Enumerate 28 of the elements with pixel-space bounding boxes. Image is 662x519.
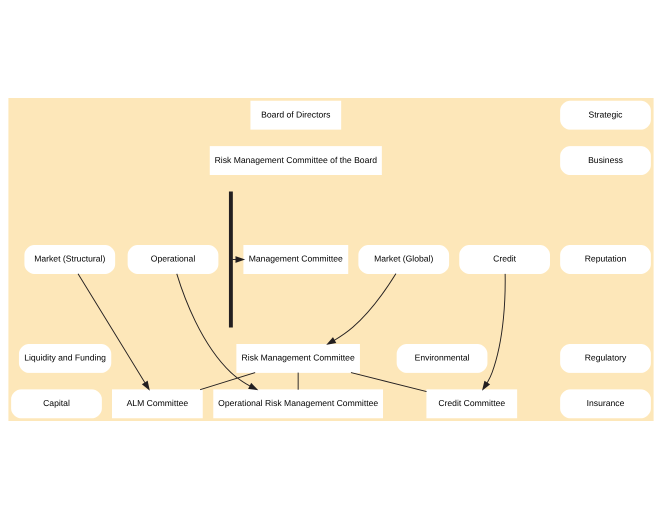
arrow (176, 273, 258, 390)
node-box: Business (560, 146, 651, 176)
node-box: Strategic (560, 100, 651, 130)
connector (298, 372, 299, 390)
node-box: Capital (11, 389, 102, 418)
node-box: Management Committee (243, 245, 348, 274)
node-box: Risk Management Committee (236, 344, 360, 373)
node-box: Operational (128, 245, 218, 274)
connector (200, 372, 256, 390)
node-box: Market (Structural) (24, 245, 116, 274)
node-box: Reputation (560, 245, 651, 274)
node-box: Board of Directors (250, 100, 342, 130)
node-box: Liquidity and Funding (18, 344, 112, 373)
arrow (78, 273, 150, 391)
node-bar (228, 191, 233, 328)
node-box: Insurance (560, 389, 651, 418)
arrow (326, 273, 396, 345)
node-box: Market (Global) (358, 245, 450, 274)
node-box: ALM Committee (112, 389, 203, 418)
node-box: Credit (459, 245, 550, 274)
node-box: Operational Risk Management Committee (213, 389, 383, 418)
node-box: Credit Committee (426, 389, 518, 418)
connector (350, 372, 428, 392)
arrow (482, 273, 506, 391)
arrow (232, 256, 246, 263)
node-box: Risk Management Committee of the Board (210, 146, 382, 176)
node-box: Environmental (396, 344, 488, 373)
node-box: Regulatory (560, 344, 651, 373)
